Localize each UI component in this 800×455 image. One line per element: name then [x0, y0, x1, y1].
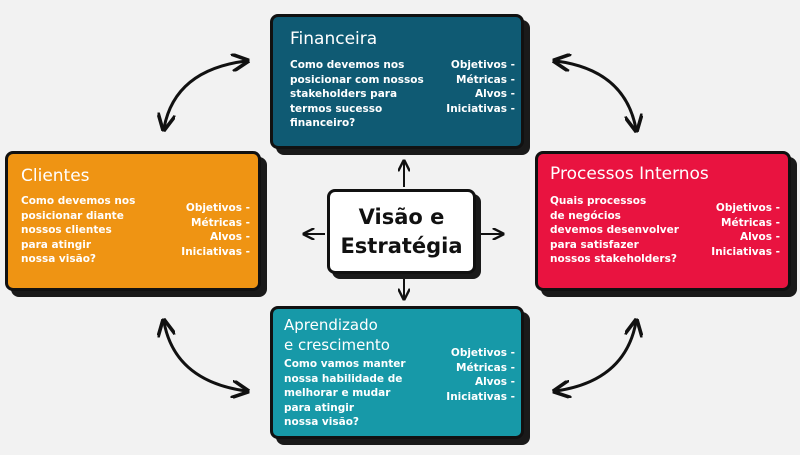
- processos-question: Quais processos de negócios devemos dese…: [550, 195, 679, 265]
- vision-strategy-line2: Estratégia: [340, 233, 463, 258]
- aprendizado-box: Aprendizado e crescimento Como vamos man…: [270, 306, 524, 439]
- clientes-question: Como devemos nos posicionar diante nosso…: [21, 195, 136, 265]
- clientes-title: Clientes: [21, 166, 90, 186]
- curved-arrow-top-left: [164, 61, 246, 128]
- curved-arrow-bottom-right: [556, 322, 636, 391]
- financeira-box: Financeira Como devemos nos posicionar c…: [270, 14, 524, 149]
- processos-metrics: Objetivos - Métricas - Alvos - Iniciativ…: [711, 202, 780, 258]
- aprendizado-metrics: Objetivos - Métricas - Alvos - Iniciativ…: [446, 347, 515, 403]
- aprendizado-question: Como vamos manter nossa habilidade de me…: [284, 358, 406, 428]
- aprendizado-title: Aprendizado e crescimento: [284, 316, 390, 354]
- financeira-title: Financeira: [290, 29, 378, 49]
- financeira-question: Como devemos nos posicionar com nossos s…: [290, 59, 424, 129]
- vision-strategy-line1: Visão e: [358, 204, 445, 229]
- clientes-box: Clientes Como devemos nos posicionar dia…: [5, 151, 261, 291]
- processos-box: Processos Internos Quais processos de ne…: [535, 151, 791, 291]
- financeira-metrics: Objetivos - Métricas - Alvos - Iniciativ…: [446, 59, 515, 115]
- curved-arrow-bottom-left: [164, 322, 246, 391]
- vision-strategy-box: Visão e Estratégia: [327, 189, 476, 274]
- processos-title: Processos Internos: [550, 164, 709, 184]
- curved-arrow-top-right: [556, 61, 636, 129]
- clientes-metrics: Objetivos - Métricas - Alvos - Iniciativ…: [181, 202, 250, 258]
